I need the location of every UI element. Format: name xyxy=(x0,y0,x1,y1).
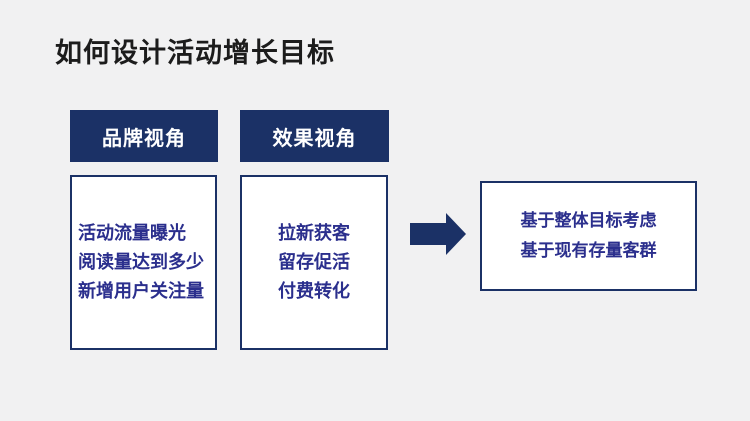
effect-view-box: 拉新获客 留存促活 付费转化 xyxy=(240,175,388,350)
slide-title: 如何设计活动增长目标 xyxy=(55,38,335,68)
list-item: 付费转化 xyxy=(278,281,350,301)
right-arrow-icon xyxy=(410,213,466,255)
conclusion-box: 基于整体目标考虑 基于现有存量客群 xyxy=(480,181,697,291)
brand-view-box: 活动流量曝光 阅读量达到多少 新增用户关注量 xyxy=(70,175,217,350)
list-item: 新增用户关注量 xyxy=(78,281,204,301)
conclusion-line: 基于现有存量客群 xyxy=(520,241,657,260)
list-item: 活动流量曝光 xyxy=(78,223,186,243)
column-header-brand-view: 品牌视角 xyxy=(70,110,218,162)
conclusion-line: 基于整体目标考虑 xyxy=(520,211,657,230)
list-item: 留存促活 xyxy=(278,252,350,272)
column-header-effect-view: 效果视角 xyxy=(240,110,389,162)
list-item: 阅读量达到多少 xyxy=(78,252,204,272)
list-item: 拉新获客 xyxy=(278,223,350,243)
